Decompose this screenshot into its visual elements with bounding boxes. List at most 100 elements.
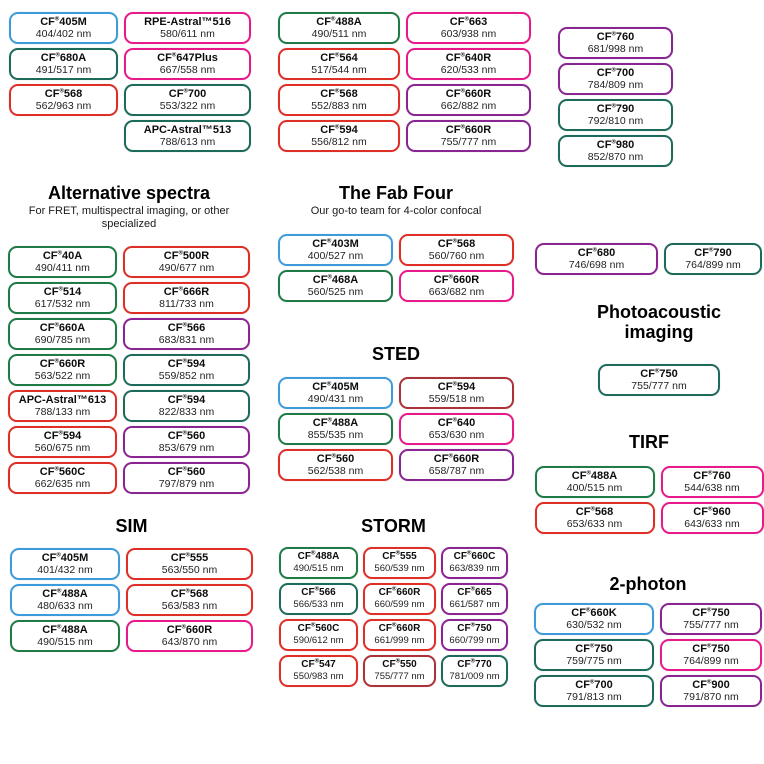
dye-name: CF®564 (320, 52, 358, 64)
section-title: Photoacoustic imaging (596, 302, 721, 342)
dye-wavelengths: 792/810 nm (587, 115, 644, 127)
dye-name: CF®403M (312, 238, 359, 250)
dye-name: CF®488A (316, 16, 362, 28)
dye-name: CF®660R (39, 358, 86, 370)
dye-wavelengths: 811/733 nm (159, 298, 214, 310)
dye-wavelengths: 661/587 nm (449, 599, 500, 610)
dye-name: APC-Astral™613 (18, 394, 107, 406)
dye-wavelengths: 661/999 nm (374, 635, 425, 646)
section-title: 2-photon (609, 574, 687, 594)
dye-wavelengths: 853/679 nm (158, 442, 215, 454)
dye-name: CF®640 (437, 417, 476, 429)
dye-wavelengths: 667/558 nm (159, 64, 216, 76)
dye-wavelengths: 643/870 nm (161, 636, 218, 648)
dye-wavelengths: 490/515 nm (293, 563, 344, 574)
dye-wavelengths: 822/833 nm (158, 406, 215, 418)
dye-name: CF®770 (457, 658, 492, 670)
dye-wavelengths: 553/322 nm (159, 100, 216, 112)
dye-name: CF®568 (170, 588, 209, 600)
dye-name: CF®663 (449, 16, 488, 28)
dye-wavelengths: 746/698 nm (568, 259, 625, 271)
dye-name: CF®900 (692, 679, 730, 691)
dye-name: CF®665 (457, 586, 492, 598)
dye-name: CF®760 (693, 470, 731, 482)
section-fab-four: The Fab Four Our go-to team for 4-color … (272, 183, 520, 302)
dye-name: CF®405M (41, 552, 89, 564)
dye-name: CF®594 (43, 430, 82, 442)
dye-name: CF®660R (445, 88, 492, 100)
dye-wavelengths: 566/533 nm (293, 599, 344, 610)
dye-name: CF®750 (640, 368, 678, 380)
dye-wavelengths: 560/675 nm (34, 442, 91, 454)
dye-name: CF®40A (42, 250, 83, 262)
dye-wavelengths: 663/839 nm (449, 563, 500, 574)
dye-name: CF®680A (40, 52, 87, 64)
dye-wavelengths: 855/535 nm (307, 429, 364, 441)
dye-wavelengths: 784/809 nm (587, 79, 644, 91)
dye-name: CF®660K (571, 607, 617, 619)
dye-wavelengths: 560/539 nm (374, 563, 425, 574)
dye-wavelengths: 788/613 nm (159, 136, 216, 148)
dye-wavelengths: 643/633 nm (684, 518, 740, 530)
dye-wavelengths: 797/879 nm (158, 478, 215, 490)
dye-name: CF®488A (42, 588, 88, 600)
section-subtitle: For FRET, multispectral imaging, or othe… (28, 205, 230, 230)
dye-name: CF®560 (167, 466, 206, 478)
dye-name: CF®468A (312, 274, 359, 286)
dye-name: CF®660A (39, 322, 86, 334)
dye-name: CF®568 (575, 506, 614, 518)
dye-wavelengths: 791/813 nm (566, 691, 622, 703)
dye-name: CF®700 (168, 88, 207, 100)
dye-wavelengths: 562/963 nm (35, 100, 92, 112)
dye-wavelengths: 620/533 nm (440, 64, 497, 76)
dye-name: CF®555 (382, 550, 417, 562)
section-title: TIRF (629, 432, 669, 452)
dye-wavelengths: 683/831 nm (158, 334, 215, 346)
dye-name: CF®790 (596, 103, 635, 115)
dye-wavelengths: 663/682 nm (428, 286, 485, 298)
dye-wavelengths: 490/431 nm (307, 393, 364, 405)
